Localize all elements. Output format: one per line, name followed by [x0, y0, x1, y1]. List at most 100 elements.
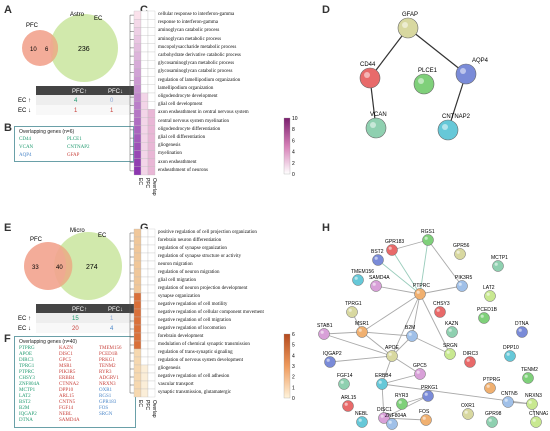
network-node-dirc3	[464, 356, 476, 368]
heatmap-column-pfc: PFC	[144, 400, 150, 410]
network-node-oxr1	[462, 408, 474, 420]
network-label-bst2: BST2	[371, 249, 384, 255]
colorbar-tick: 6	[292, 332, 295, 338]
heatmap-cell	[133, 292, 142, 302]
gene-gfap: GFAP	[67, 153, 80, 158]
heatmap-cell	[147, 308, 156, 318]
heatmap-cell	[140, 284, 149, 294]
go-term: negative regulation of cell motility	[158, 302, 228, 307]
node-highlight	[370, 122, 376, 128]
overlap-genes-title: Overlapping genes (n=6)	[19, 129, 75, 135]
go-term: regulation of neuron projection developm…	[158, 286, 248, 291]
node-highlight	[448, 328, 452, 332]
network-label-ctnna2: CTNNA2	[529, 411, 548, 417]
gene-tmem156: TMEM156	[99, 346, 122, 351]
heatmap-cell	[147, 324, 156, 334]
go-term: myelination	[158, 151, 182, 157]
network-node-dtna	[516, 326, 528, 338]
network-edge	[427, 239, 463, 287]
colorbar	[283, 333, 291, 399]
gene-znf804a: ZNF804A	[19, 382, 40, 387]
go-term: neuron migration	[158, 262, 193, 267]
heatmap-cell	[140, 84, 149, 94]
heatmap-cell	[140, 101, 149, 110]
network-label-dtna: DTNA	[515, 321, 529, 327]
go-term: aminoglycan catabolic process	[158, 28, 220, 34]
node-highlight	[460, 68, 466, 74]
network-node-gpr98	[486, 416, 498, 428]
row-label-up-micro: EC	[18, 316, 27, 322]
network-node-vcan	[365, 117, 387, 139]
network-edge	[383, 417, 427, 421]
colorbar-tick: 10	[292, 116, 298, 122]
panel-letter-a: A	[4, 4, 12, 16]
cell-down-down: 1	[110, 108, 114, 114]
heatmap-cell	[133, 244, 142, 254]
network-label-chsy3: CHSY3	[433, 301, 450, 307]
heatmap-cell	[140, 372, 149, 382]
node-highlight	[504, 398, 508, 402]
heatmap-cell	[140, 292, 149, 302]
svg-text:PFC↑: PFC↑	[72, 307, 87, 313]
heatmap-cell	[147, 228, 156, 238]
heatmap-cell	[140, 252, 149, 262]
heatmap-cell	[147, 10, 156, 20]
gene-cntn5: CNTN5	[59, 400, 76, 405]
gene-disc1: DISC1	[59, 352, 73, 357]
gene-lat2: LAT2	[19, 394, 31, 399]
go-term: cellular response to interferon-gamma	[158, 12, 235, 17]
go-term: negative regulation of locomotion	[158, 326, 226, 331]
network-label-dpp10: DPP10	[503, 345, 519, 351]
node-highlight	[378, 380, 382, 384]
network-node-kazn	[446, 326, 458, 338]
heatmap-cell	[133, 76, 142, 85]
network-h: GPR183RGS1BST2GPR56MCTP1TMEM156SAMD4APTP…	[317, 229, 548, 430]
go-term: response to interferon-gamma	[158, 20, 218, 26]
svg-text:↓: ↓	[28, 108, 31, 114]
table-header	[36, 86, 134, 95]
heatmap-cell	[147, 284, 156, 294]
heatmap-cell	[133, 92, 142, 102]
venn-left-label: PFC	[26, 23, 39, 29]
go-term: negative regulation of cell adhesion	[158, 374, 230, 379]
network-label-vcan: VCAN	[370, 112, 387, 118]
heatmap-cell	[140, 158, 149, 167]
heatmap-cell	[133, 133, 142, 143]
cell-up-down-micro: 1	[110, 316, 114, 322]
dendrogram	[129, 14, 134, 172]
heatmap-cell	[133, 324, 142, 334]
node-highlight	[354, 276, 358, 280]
heatmap-cell	[147, 60, 156, 69]
colorbar	[283, 117, 291, 175]
network-label-oxr1: OXR1	[461, 403, 475, 409]
venn-astro: Astro PFC EC 10 6 236 PFC↑ PFC↓ EC ↑ EC …	[18, 12, 134, 115]
panel-letter-d: D	[322, 4, 330, 16]
network-node-bst2	[372, 254, 384, 266]
heatmap-cell	[140, 244, 149, 254]
node-highlight	[424, 392, 428, 396]
heatmap-cell	[147, 27, 156, 36]
network-label-gpr56: GPR56	[453, 243, 470, 249]
node-highlight	[374, 256, 378, 260]
go-term: forebrain neuron differentiation	[158, 238, 222, 243]
heatmap-cell	[147, 84, 156, 94]
node-highlight	[358, 418, 362, 422]
node-highlight	[464, 410, 468, 414]
svg-text:↓: ↓	[28, 326, 31, 332]
network-edge	[391, 249, 421, 295]
heatmap-cell	[140, 348, 149, 358]
go-term: gliogenesis	[158, 143, 181, 149]
network-label-tmem156: TMEM156	[351, 269, 374, 275]
network-label-mctp1: MCTP1	[491, 255, 508, 261]
network-label-arl15: ARL15	[341, 395, 357, 401]
network-label-cntn5: CNTN5	[501, 391, 518, 397]
node-highlight	[486, 384, 490, 388]
svg-text:↑: ↑	[28, 98, 31, 104]
go-term: modulation of chemical synaptic transmis…	[158, 342, 250, 347]
colorbar-tick: 2	[292, 161, 295, 167]
network-node-iqgap2	[324, 356, 336, 368]
network-label-ptprg: PTPRG	[483, 377, 500, 383]
go-term: regulation of synapse organization	[158, 246, 227, 251]
